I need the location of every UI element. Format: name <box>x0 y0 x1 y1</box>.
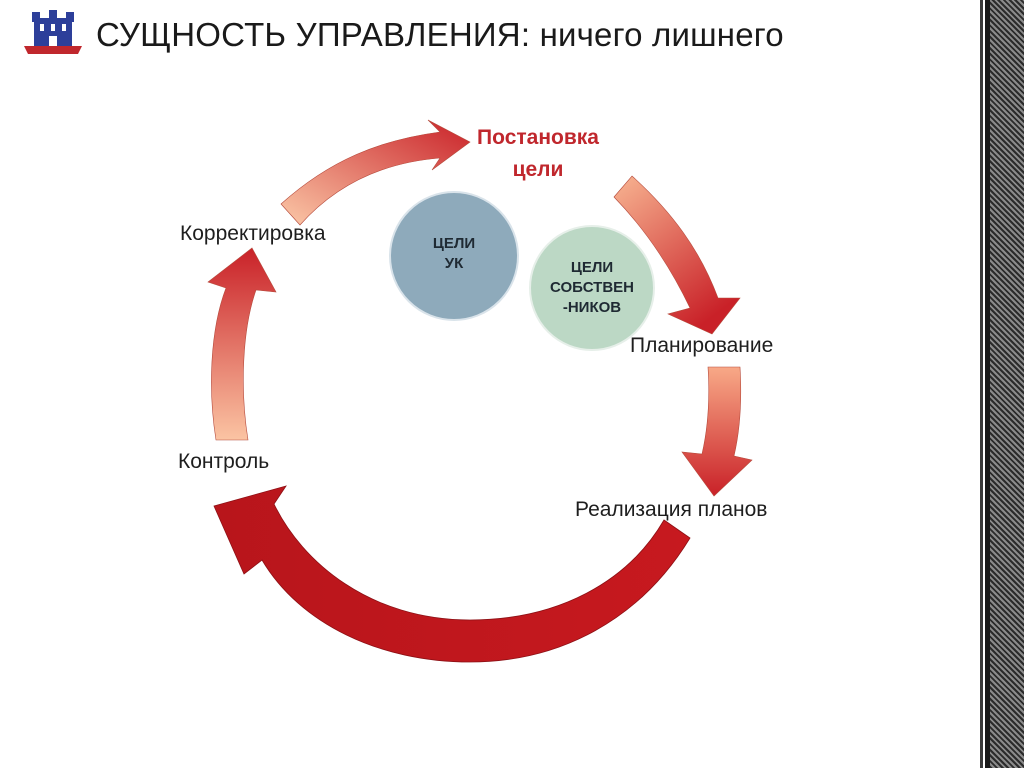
arrow-goal-to-planning <box>613 175 741 335</box>
castle-logo-icon <box>24 10 82 54</box>
decorative-edge-pattern <box>990 0 1024 768</box>
circle-goals-uk <box>389 191 519 321</box>
arrow-correction-to-goal <box>280 119 471 226</box>
stage-control-label: Контроль <box>178 450 270 473</box>
stage-goal-label: Постановка цели <box>448 122 628 186</box>
circle-goals-owners-line3: -НИКОВ <box>562 299 622 316</box>
stage-goal-line1: Постановка <box>477 126 599 149</box>
circle-goals-owners-text: ЦЕЛИ СОБСТВЕН -НИКОВ <box>537 258 647 318</box>
arrow-control-to-correction <box>207 247 277 441</box>
stage-correction-label: Корректировка <box>180 222 326 245</box>
arrow-implementation-to-control <box>213 485 691 663</box>
decorative-edge-inner <box>985 0 990 768</box>
circle-goals-uk-line2: УК <box>444 255 464 272</box>
arrow-planning-to-implementation <box>681 366 753 497</box>
circle-goals-owners-line1: ЦЕЛИ <box>570 259 614 276</box>
circle-goals-owners <box>529 225 655 351</box>
decorative-edge-line <box>980 0 983 768</box>
stage-planning-label: Планирование <box>630 334 774 357</box>
slide-title: СУЩНОСТЬ УПРАВЛЕНИЯ: ничего лишнего <box>96 16 784 53</box>
stage-goal-line2: цели <box>512 158 564 181</box>
circle-goals-uk-line1: ЦЕЛИ <box>432 235 476 252</box>
stage-implementation-label: Реализация планов <box>575 498 768 521</box>
circle-goals-owners-line2: СОБСТВЕН <box>549 279 634 296</box>
circle-goals-uk-text: ЦЕЛИ УК <box>404 234 504 274</box>
